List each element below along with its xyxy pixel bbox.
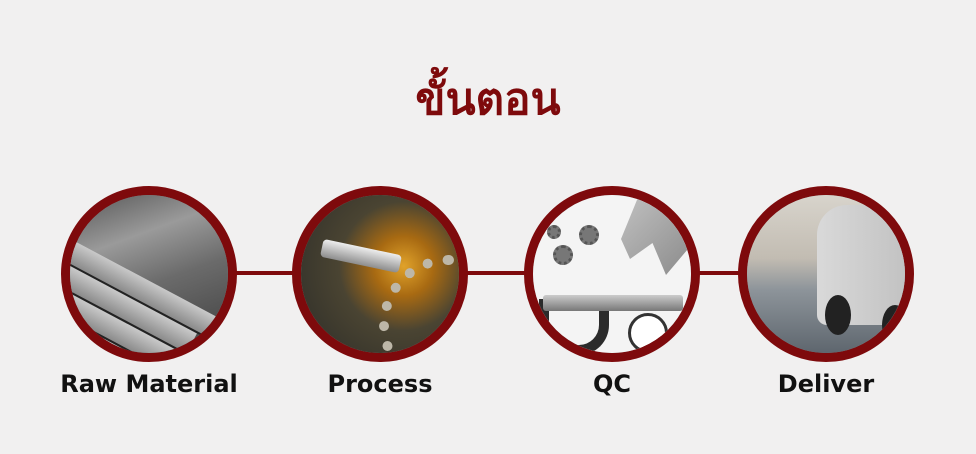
page-title: ขั้นตอน [415, 74, 561, 125]
step-label: QC [592, 370, 631, 398]
machining-gear-image [292, 186, 468, 362]
step-qc: QC [524, 186, 700, 398]
step-label: Process [327, 370, 433, 398]
steel-bars-image [61, 186, 237, 362]
step-deliver: Deliver [738, 186, 914, 398]
step-label: Deliver [777, 370, 875, 398]
connector-line [150, 271, 826, 275]
delivery-van-image [738, 186, 914, 362]
step-raw-material: Raw Material [60, 186, 238, 398]
measuring-tools-image [524, 186, 700, 362]
step-process: Process [292, 186, 468, 398]
step-label: Raw Material [60, 370, 238, 398]
